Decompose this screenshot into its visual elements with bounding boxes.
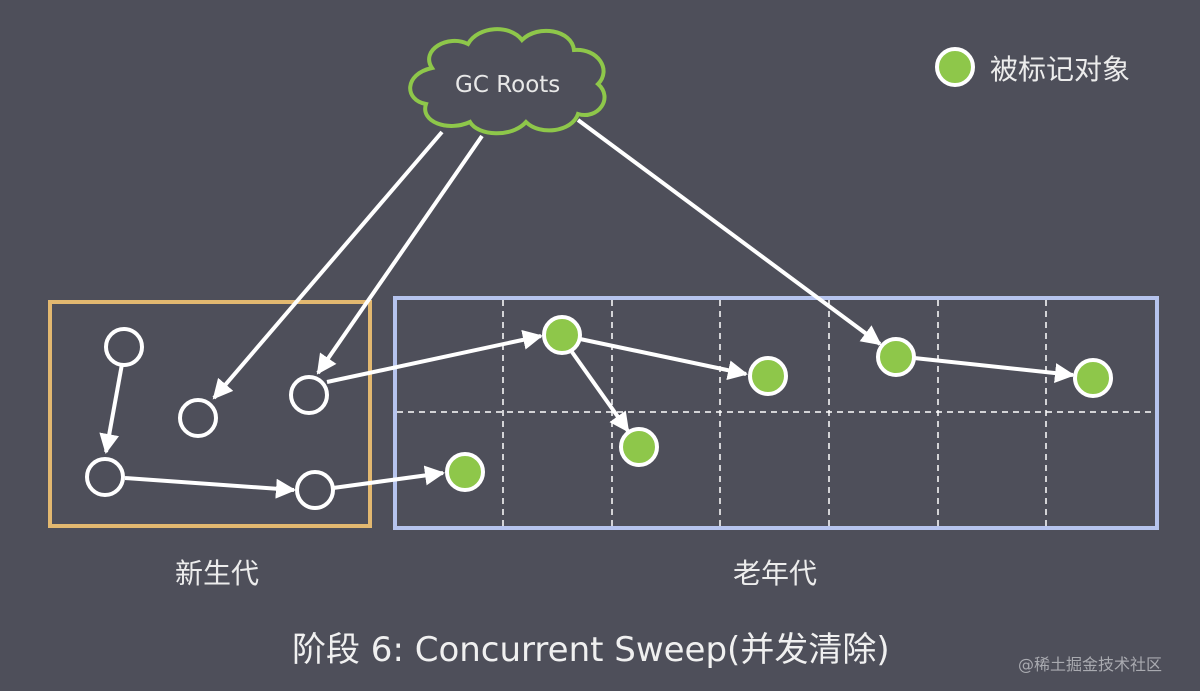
marked-object-node xyxy=(542,315,582,355)
object-node xyxy=(289,375,329,415)
arrow-old-4-to-5 xyxy=(913,356,1075,384)
arrow-root-to-young-2 xyxy=(316,134,484,375)
arrow-young-d-to-old xyxy=(326,330,543,384)
old-generation-label: 老年代 xyxy=(733,557,818,590)
arrow-young-b-to-c xyxy=(124,476,296,499)
reference-arrows xyxy=(99,118,1075,499)
object-node xyxy=(295,470,335,510)
object-node xyxy=(178,398,218,438)
marked-object-node xyxy=(619,427,659,467)
arrow-old-1-to-2 xyxy=(579,337,748,381)
marked-object-node xyxy=(1073,358,1113,398)
young-generation-box xyxy=(48,300,372,528)
diagram-caption: 阶段 6: Concurrent Sweep(并发清除) xyxy=(292,630,890,670)
marked-objects xyxy=(445,47,1113,492)
watermark: @稀土掘金技术社区 xyxy=(1018,655,1163,674)
object-node xyxy=(85,457,125,497)
arrow-young-c-to-old xyxy=(332,465,445,490)
legend-marker xyxy=(935,47,975,87)
marked-object-node xyxy=(445,452,485,492)
arrow-root-to-young-1 xyxy=(212,130,444,400)
young-objects xyxy=(85,327,335,510)
arrow-young-a-to-b xyxy=(99,363,124,454)
old-generation-box xyxy=(393,296,1159,530)
old-generation-grid xyxy=(397,300,1155,526)
gc-roots-label: GC Roots xyxy=(455,72,561,98)
object-node xyxy=(104,327,144,367)
arrow-old-1-to-3 xyxy=(570,350,630,433)
marked-object-node xyxy=(748,356,788,396)
young-generation-label: 新生代 xyxy=(175,557,260,590)
arrow-root-to-old xyxy=(576,118,882,346)
marked-object-node xyxy=(876,337,916,377)
legend-label: 被标记对象 xyxy=(990,53,1131,86)
gc-roots-cloud xyxy=(408,27,607,136)
